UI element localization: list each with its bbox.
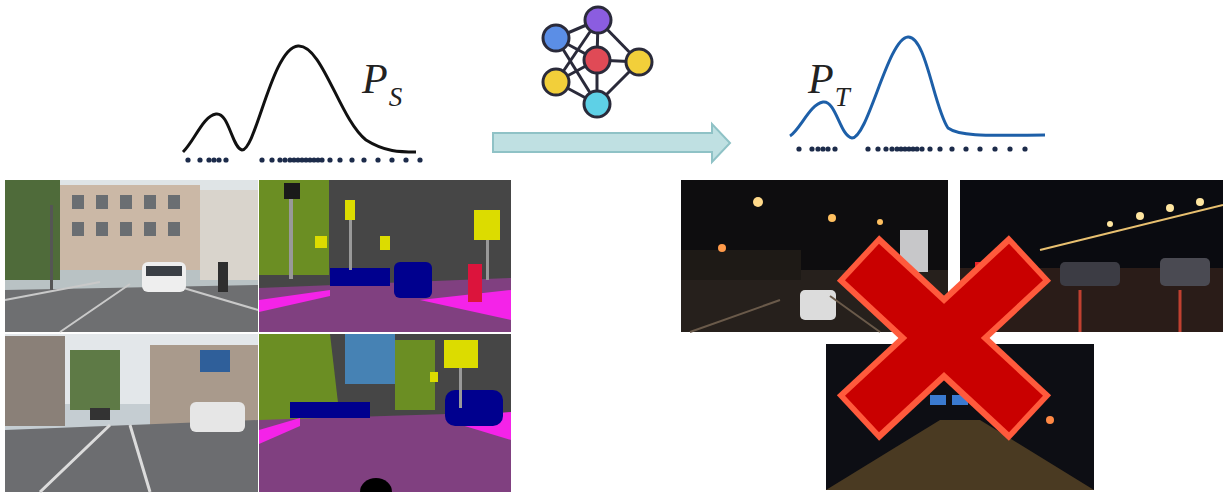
sample-dot xyxy=(825,146,830,151)
sample-dot xyxy=(319,157,324,162)
sample-dot xyxy=(832,146,837,151)
sample-dot xyxy=(927,146,932,151)
sample-dot xyxy=(992,146,997,151)
sample-dot xyxy=(223,157,228,162)
sample-dot xyxy=(282,157,287,162)
target-curve xyxy=(790,37,1045,138)
sample-dot xyxy=(349,157,354,162)
sample-dot xyxy=(185,157,190,162)
sample-dot xyxy=(865,146,870,151)
source-segmentation xyxy=(259,334,511,492)
sample-dot xyxy=(206,157,211,162)
target-samples xyxy=(796,146,1027,151)
sample-dot xyxy=(914,146,919,151)
source-photo xyxy=(5,334,258,492)
sample-dot xyxy=(889,146,894,151)
sample-dot xyxy=(937,146,942,151)
sample-dot xyxy=(389,157,394,162)
sample-dot xyxy=(269,157,274,162)
adaptation-arrow xyxy=(493,124,730,162)
sample-dot xyxy=(875,146,880,151)
sample-dot xyxy=(211,157,216,162)
sample-dot xyxy=(259,157,264,162)
sample-dot xyxy=(327,157,332,162)
distribution-subscript: S xyxy=(389,84,403,111)
sample-dot xyxy=(375,157,380,162)
source-samples xyxy=(185,157,422,162)
sample-dot xyxy=(361,157,366,162)
source-photo xyxy=(5,180,258,332)
source-segmentation xyxy=(259,180,511,332)
sample-dot xyxy=(1007,146,1012,151)
sample-dot xyxy=(919,146,924,151)
sample-dot xyxy=(883,146,888,151)
distribution-subscript: T xyxy=(835,84,850,111)
sample-dot xyxy=(949,146,954,151)
sample-dot xyxy=(216,157,221,162)
red-cross xyxy=(858,258,1030,418)
sample-dot xyxy=(796,146,801,151)
sample-dot xyxy=(337,157,342,162)
distribution-symbol: P xyxy=(808,58,834,100)
sample-dot xyxy=(403,157,408,162)
sample-dot xyxy=(277,157,282,162)
network-icon xyxy=(543,7,652,117)
source-curve xyxy=(183,46,416,152)
sample-dot xyxy=(977,146,982,151)
sample-dot xyxy=(809,146,814,151)
sample-dot xyxy=(820,146,825,151)
distribution-symbol: P xyxy=(362,58,388,100)
sample-dot xyxy=(197,157,202,162)
sample-dot xyxy=(417,157,422,162)
sample-dot xyxy=(963,146,968,151)
sample-dot xyxy=(815,146,820,151)
sample-dot xyxy=(1022,146,1027,151)
